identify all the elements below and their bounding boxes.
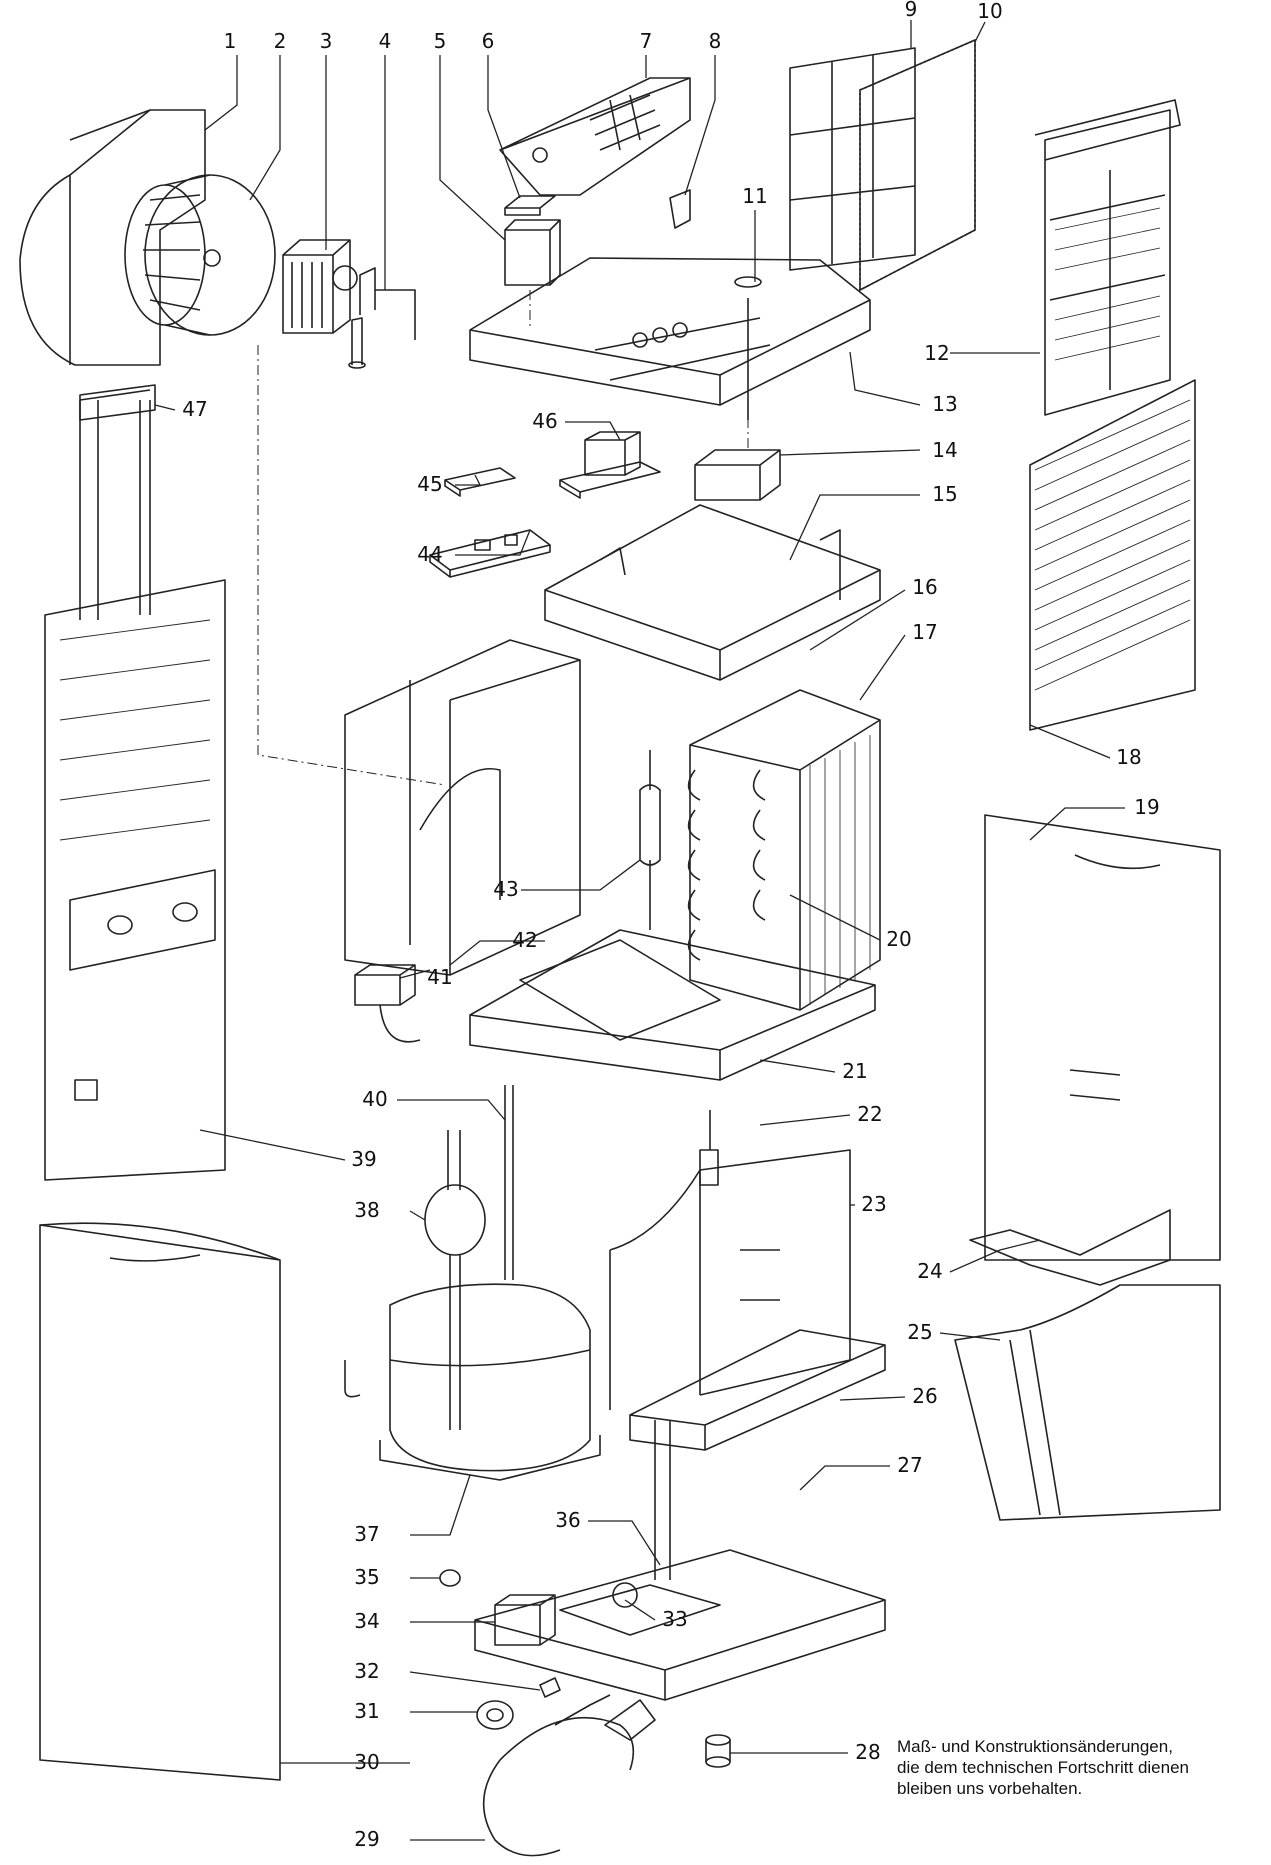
part-label-17: 17 bbox=[912, 620, 937, 644]
part-15-upper-tray bbox=[544, 504, 881, 681]
part-label-16: 16 bbox=[912, 575, 937, 599]
part-label-12: 12 bbox=[924, 341, 949, 365]
part-label-43: 43 bbox=[493, 877, 518, 901]
part-29-power-cord bbox=[482, 1694, 656, 1857]
part-label-1: 1 bbox=[224, 29, 237, 53]
part-number-labels: 1 2 3 4 5 6 7 8 9 10 11 12 13 14 15 16 1… bbox=[182, 0, 1159, 1851]
part-label-31: 31 bbox=[354, 1699, 379, 1723]
disclaimer-line-3: bleiben uns vorbehalten. bbox=[897, 1779, 1083, 1798]
part-30-side-panel bbox=[39, 1222, 281, 1781]
part-label-26: 26 bbox=[912, 1384, 937, 1408]
part-label-23: 23 bbox=[861, 1192, 886, 1216]
part-label-24: 24 bbox=[917, 1259, 942, 1283]
part-label-7: 7 bbox=[640, 29, 653, 53]
part-42-condenser-housing bbox=[344, 639, 581, 976]
part-label-28: 28 bbox=[855, 1740, 880, 1764]
part-12-front-grille bbox=[1034, 99, 1181, 416]
part-label-36: 36 bbox=[555, 1508, 580, 1532]
part-label-34: 34 bbox=[354, 1609, 379, 1633]
part-label-45: 45 bbox=[417, 472, 442, 496]
part-label-41: 41 bbox=[427, 965, 452, 989]
part-3-fan-motor bbox=[282, 239, 358, 334]
disclaimer-line-1: Maß- und Konstruktionsänderungen, bbox=[897, 1737, 1173, 1756]
part-label-47: 47 bbox=[182, 397, 207, 421]
part-label-42: 42 bbox=[512, 928, 537, 952]
part-9-filter-frame bbox=[789, 47, 916, 271]
part-46-transformer-board bbox=[559, 431, 661, 499]
part-label-6: 6 bbox=[482, 29, 495, 53]
part-43-drier bbox=[639, 750, 661, 930]
part-label-9: 9 bbox=[905, 0, 918, 21]
part-label-44: 44 bbox=[417, 542, 442, 566]
part-44-control-board bbox=[429, 529, 551, 578]
part-label-13: 13 bbox=[932, 392, 957, 416]
part-label-40: 40 bbox=[362, 1087, 387, 1111]
part-label-3: 3 bbox=[320, 29, 333, 53]
part-label-29: 29 bbox=[354, 1827, 379, 1851]
part-label-38: 38 bbox=[354, 1198, 379, 1222]
part-10-filter-mat bbox=[859, 39, 976, 291]
part-32-grommet bbox=[539, 1677, 561, 1698]
part-label-25: 25 bbox=[907, 1320, 932, 1344]
part-label-27: 27 bbox=[897, 1453, 922, 1477]
part-label-39: 39 bbox=[351, 1147, 376, 1171]
part-16-17-20-coil bbox=[687, 689, 881, 1011]
part-label-46: 46 bbox=[532, 409, 557, 433]
part-label-15: 15 bbox=[932, 482, 957, 506]
part-23-shroud bbox=[609, 1149, 851, 1410]
part-27-chassis-plate bbox=[474, 1549, 886, 1701]
part-2-fan-wheel bbox=[124, 174, 276, 336]
part-33-36-fittings bbox=[612, 1420, 671, 1608]
part-label-18: 18 bbox=[1116, 745, 1141, 769]
alignment-line-motor bbox=[257, 345, 446, 786]
part-label-8: 8 bbox=[709, 29, 722, 53]
part-22-float-switch bbox=[699, 1110, 719, 1186]
part-label-33: 33 bbox=[662, 1607, 687, 1631]
part-24-float-bracket bbox=[969, 1209, 1171, 1286]
part-18-rear-grille bbox=[1029, 379, 1196, 731]
disclaimer-line-2: die dem technischen Fortschritt dienen bbox=[897, 1758, 1189, 1777]
part-31-strain-relief bbox=[476, 1700, 514, 1730]
part-label-37: 37 bbox=[354, 1522, 379, 1546]
part-13-top-cover bbox=[469, 257, 871, 406]
part-45-small-board bbox=[444, 467, 516, 497]
part-label-2: 2 bbox=[274, 29, 287, 53]
part-47-handle bbox=[79, 384, 156, 421]
part-label-14: 14 bbox=[932, 438, 957, 462]
part-label-32: 32 bbox=[354, 1659, 379, 1683]
part-label-20: 20 bbox=[886, 927, 911, 951]
leader-lines bbox=[154, 20, 1125, 1841]
part-39-front-panel bbox=[44, 389, 226, 1181]
part-21-middle-frame bbox=[469, 929, 876, 1081]
part-label-19: 19 bbox=[1134, 795, 1159, 819]
part-35-plug bbox=[439, 1569, 461, 1587]
part-label-21: 21 bbox=[842, 1059, 867, 1083]
part-40-tube bbox=[504, 1085, 514, 1280]
part-41-solenoid bbox=[354, 964, 421, 1043]
part-label-10: 10 bbox=[977, 0, 1002, 23]
disclaimer-note: Maß- und Konstruktionsänderungen, die de… bbox=[897, 1736, 1267, 1799]
part-38-accumulator bbox=[424, 1130, 486, 1430]
part-label-35: 35 bbox=[354, 1565, 379, 1589]
part-label-30: 30 bbox=[354, 1750, 379, 1774]
part-label-22: 22 bbox=[857, 1102, 882, 1126]
part-28-foot bbox=[705, 1734, 731, 1768]
part-5-capacitor bbox=[504, 219, 561, 286]
part-label-4: 4 bbox=[379, 29, 392, 53]
part-37-compressor bbox=[344, 1283, 601, 1481]
part-label-5: 5 bbox=[434, 29, 447, 53]
part-6-cap bbox=[504, 195, 556, 216]
part-25-water-tank bbox=[954, 1284, 1221, 1521]
part-label-11: 11 bbox=[742, 184, 767, 208]
part-4-bracket bbox=[348, 267, 416, 369]
part-7-panel-cover bbox=[499, 77, 691, 196]
part-19-rear-panel bbox=[984, 814, 1221, 1261]
part-34-relay-bracket bbox=[494, 1594, 556, 1646]
part-8-knob bbox=[669, 189, 691, 229]
part-1-blower-housing bbox=[19, 109, 206, 366]
part-14-switch-block bbox=[694, 449, 781, 501]
part-26-base-tray bbox=[629, 1329, 886, 1451]
